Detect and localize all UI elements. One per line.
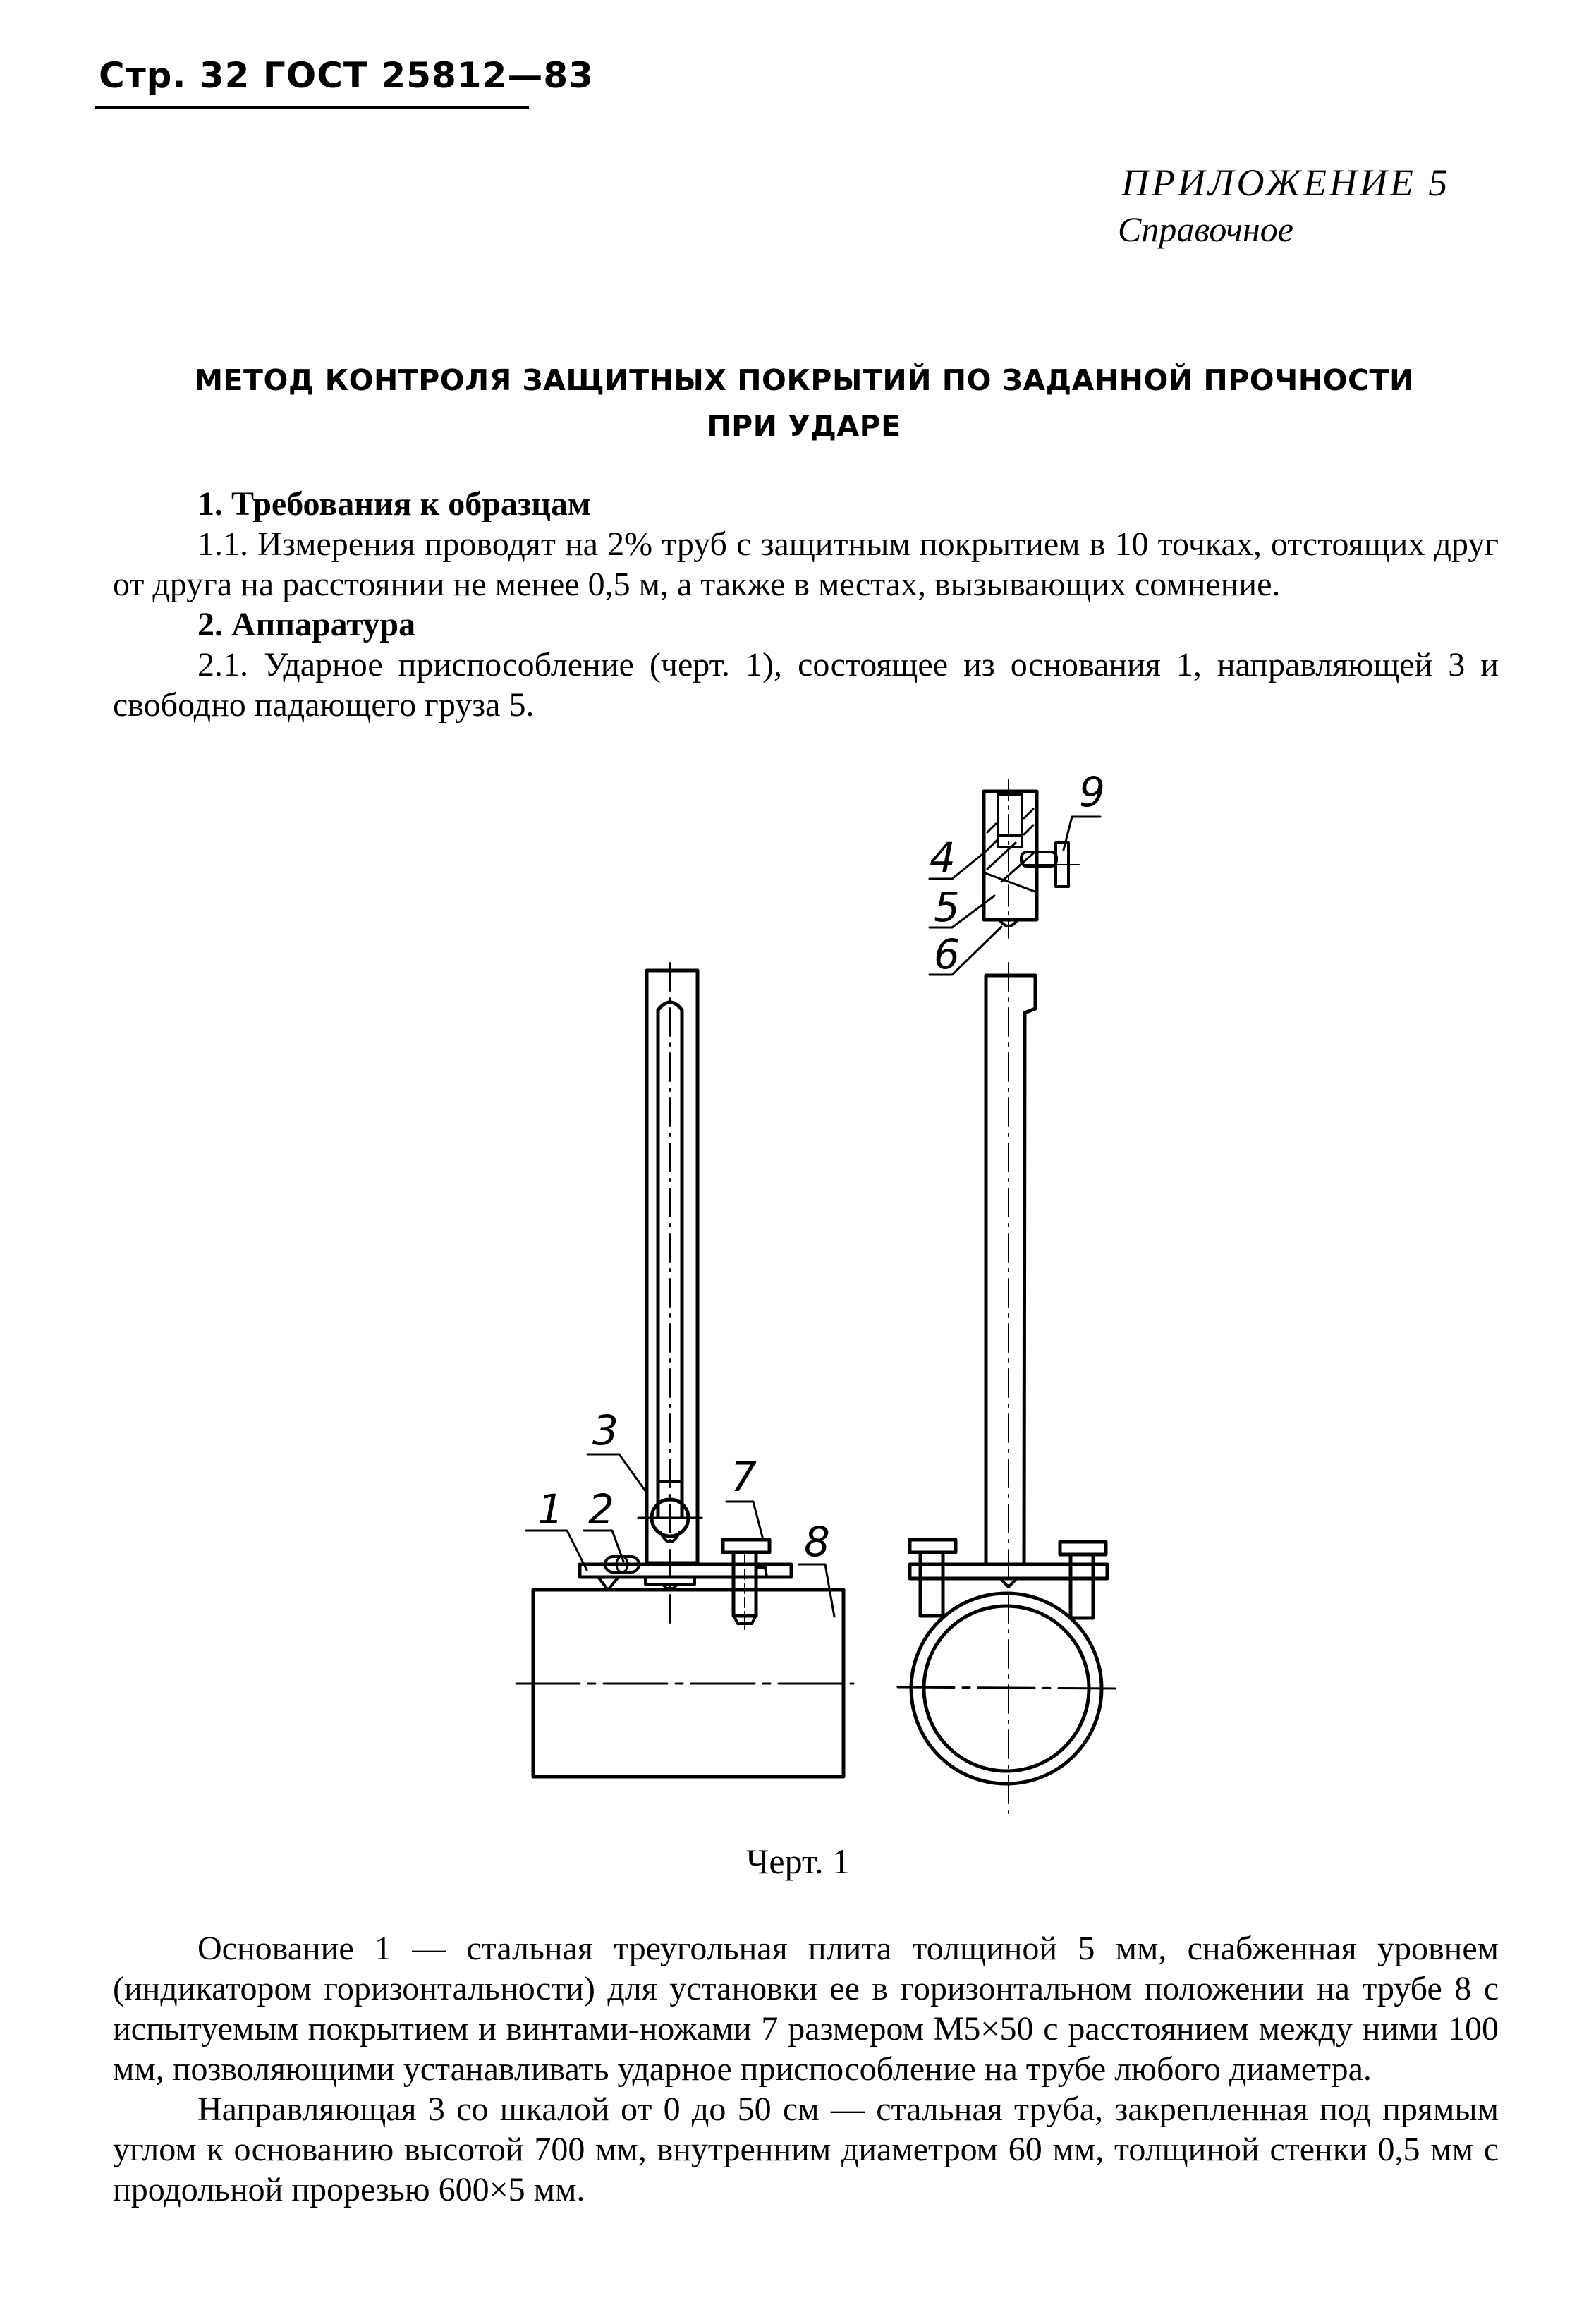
label-3: 3: [592, 1406, 619, 1454]
label-6: 6: [934, 930, 960, 978]
description-paragraph-2: Направляющая 3 со шкалой от 0 до 50 см —…: [113, 2091, 1499, 2208]
left-view: [515, 962, 855, 1779]
right-view: [896, 779, 1117, 1820]
label-7: 7: [731, 1453, 757, 1501]
figure-labels: 1 2 3 4 5 6 7 8 9: [537, 768, 1105, 1566]
label-5: 5: [934, 883, 960, 931]
paragraph-2-1: 2.1. Ударное приспособление (черт. 1), с…: [113, 646, 1499, 724]
paragraph-1-1: 1.1. Измерения проводят на 2% труб с защ…: [113, 525, 1499, 603]
appendix-title: ПРИЛОЖЕНИЕ 5: [1121, 162, 1451, 204]
header-rule: [95, 106, 529, 109]
section-heading-2: 2. Аппаратура: [197, 606, 416, 643]
page-header: Стр. 32 ГОСТ 25812—83: [99, 55, 594, 96]
figure-caption: Черт. 1: [745, 1842, 851, 1881]
appendix-subtitle: Справочное: [1118, 209, 1293, 249]
document-title-line-1: МЕТОД КОНТРОЛЯ ЗАЩИТНЫХ ПОКРЫТИЙ ПО ЗАДА…: [194, 363, 1414, 397]
upper-body: 1. Требования к образцам 1.1. Измерения …: [113, 484, 1499, 725]
label-9: 9: [1079, 768, 1105, 816]
label-4: 4: [930, 834, 956, 882]
lower-body: Основание 1 — стальная треугольная плита…: [113, 1928, 1499, 2210]
label-2: 2: [588, 1485, 614, 1533]
document-title-line-2: ПРИ УДАРЕ: [707, 409, 901, 443]
description-paragraph-1: Основание 1 — стальная треугольная плита…: [113, 1930, 1499, 2088]
label-8: 8: [804, 1518, 830, 1566]
label-1: 1: [537, 1485, 564, 1533]
section-heading-1: 1. Требования к образцам: [197, 485, 591, 523]
